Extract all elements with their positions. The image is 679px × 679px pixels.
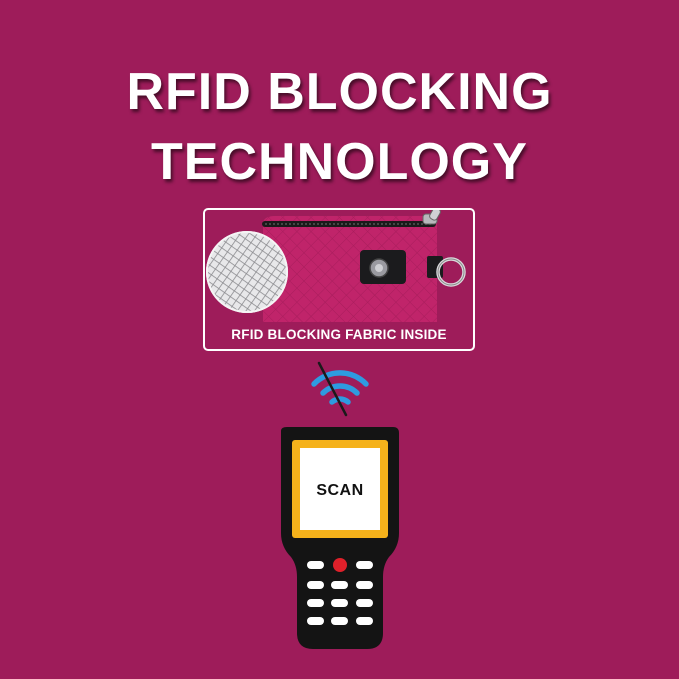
scanner-screen [300, 448, 380, 530]
product-image-frame: RFID BLOCKING FABRIC INSIDE [203, 208, 475, 351]
keypad [307, 558, 373, 625]
zipper-pull-icon [422, 210, 441, 225]
wifi-blocked-icon [311, 361, 369, 417]
block-slash [317, 361, 348, 417]
red-key-icon [333, 558, 347, 572]
scan-label: SCAN [316, 482, 364, 499]
headline-line-1: RFID BLOCKING [126, 63, 553, 121]
pouch-body [263, 216, 437, 322]
pouch-illustration [206, 210, 466, 322]
fabric-caption: RFID BLOCKING FABRIC INSIDE [231, 327, 447, 342]
handheld-scanner-icon [281, 427, 399, 649]
headline-line-2: TECHNOLOGY [151, 133, 528, 191]
